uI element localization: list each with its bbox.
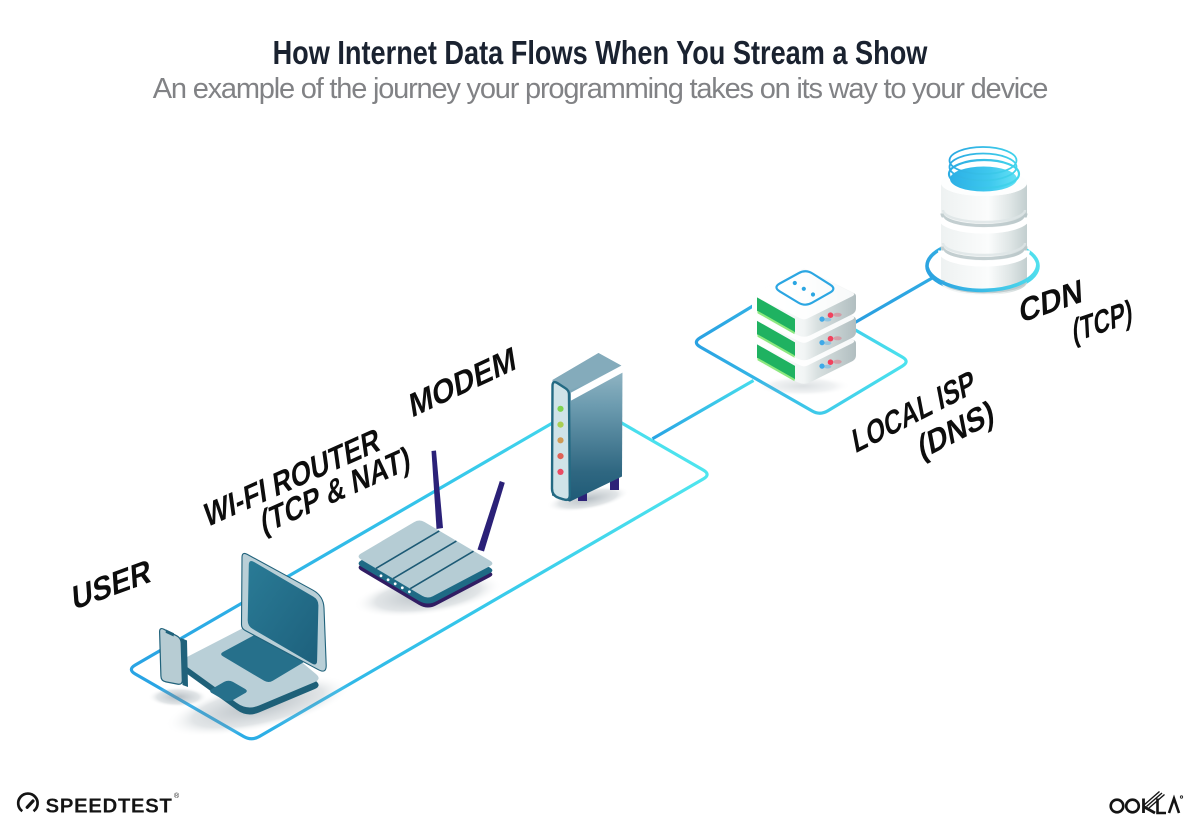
svg-text:MODEM: MODEM xyxy=(407,339,518,425)
svg-text:SPEEDTEST: SPEEDTEST xyxy=(46,795,173,818)
svg-text:®: ® xyxy=(174,792,180,800)
svg-text:USER: USER xyxy=(71,551,152,617)
